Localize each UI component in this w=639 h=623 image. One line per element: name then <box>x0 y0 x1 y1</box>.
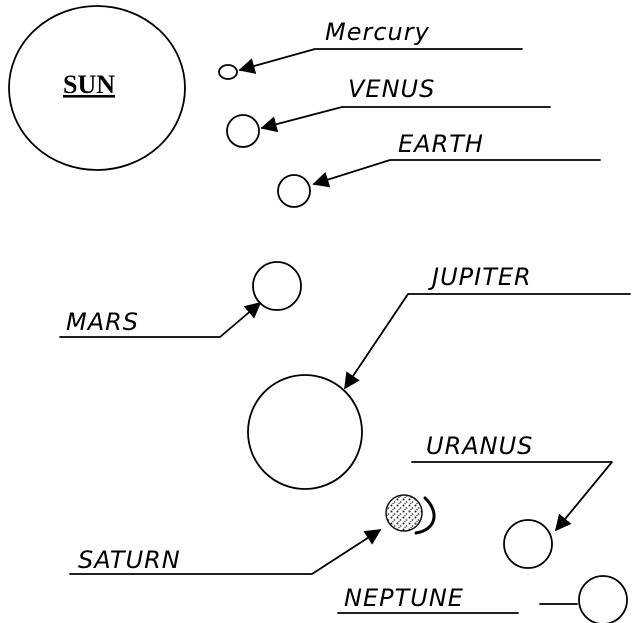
mercury-pointer-arrow <box>240 49 522 70</box>
mercury-label: Mercury <box>325 18 430 46</box>
planet-saturn: SATURN <box>70 495 434 574</box>
planet-uranus: URANUS <box>412 432 612 568</box>
uranus-pointer-arrow <box>412 462 612 530</box>
venus-circle <box>227 115 259 147</box>
uranus-circle <box>504 520 552 568</box>
planet-neptune: NEPTUNE <box>338 576 627 623</box>
planet-mars: MARS <box>60 262 301 337</box>
sun: SUN <box>9 6 185 170</box>
earth-label: EARTH <box>398 130 484 158</box>
uranus-label: URANUS <box>426 432 533 460</box>
neptune-circle <box>579 576 627 623</box>
earth-pointer-arrow <box>314 160 600 184</box>
mars-label: MARS <box>66 308 139 336</box>
planet-venus: VENUS <box>227 75 550 147</box>
jupiter-label: JUPITER <box>428 263 532 291</box>
venus-pointer-arrow <box>262 107 550 128</box>
planet-earth: EARTH <box>278 130 600 207</box>
jupiter-circle <box>248 375 362 489</box>
venus-label: VENUS <box>348 75 435 103</box>
jupiter-pointer-arrow <box>345 294 630 388</box>
sun-label: SUN <box>63 70 115 99</box>
saturn-label: SATURN <box>78 546 181 574</box>
mercury-circle <box>219 65 237 79</box>
saturn-circle <box>386 495 422 531</box>
planet-mercury: Mercury <box>219 18 522 79</box>
neptune-label: NEPTUNE <box>344 584 464 612</box>
earth-circle <box>278 175 310 207</box>
